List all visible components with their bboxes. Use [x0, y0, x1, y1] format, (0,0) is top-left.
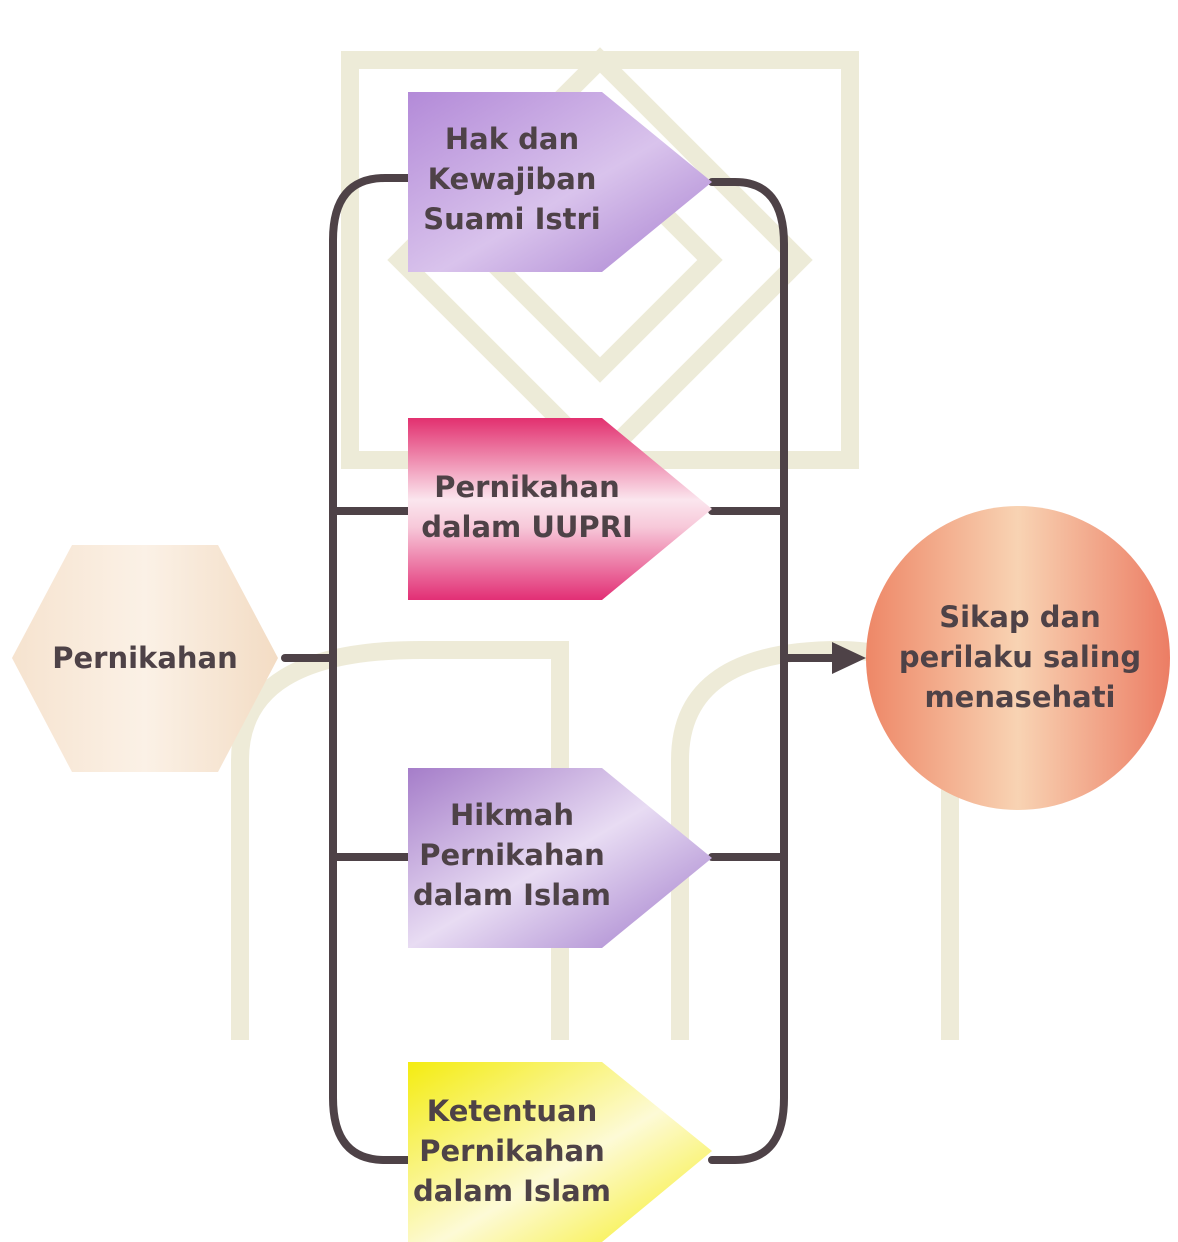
result-node-label: Sikap dan perilaku saling menasehati	[898, 600, 1142, 714]
bracket-connector	[281, 174, 842, 1164]
topic-shape-4	[408, 1062, 712, 1242]
result-circle	[866, 506, 1170, 810]
topic-node-2-label: Pernikahan dalam UUPRI	[421, 470, 633, 544]
source-hexagon	[12, 545, 278, 772]
topic-node-4-label: Ketentuan Pernikahan dalam Islam	[413, 1094, 611, 1208]
topic-node-1-label: Hak dan Kewajiban Suami Istri	[423, 122, 601, 236]
topic-shape-2	[408, 418, 712, 600]
topic-node-3-label: Hikmah Pernikahan dalam Islam	[413, 798, 611, 912]
arrow-head-icon	[832, 642, 866, 674]
topic-shape-3	[408, 768, 712, 948]
source-node-label: Pernikahan	[52, 641, 238, 675]
topic-shape-1	[408, 92, 712, 272]
